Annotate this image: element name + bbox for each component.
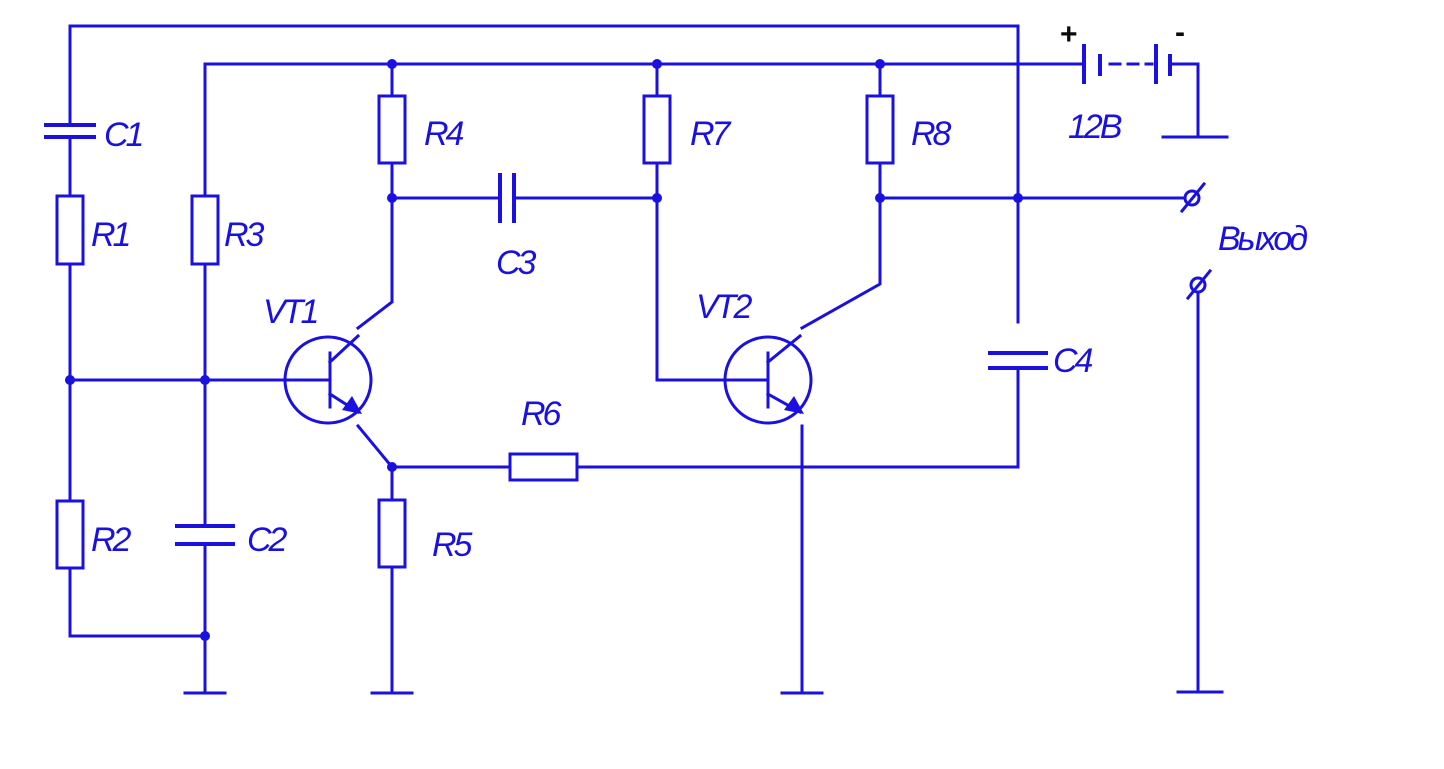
label-output: Выход (1218, 220, 1307, 258)
resistor-r1 (55, 194, 85, 266)
label-r7: R7 (690, 115, 732, 153)
resistor-r5 (377, 498, 407, 569)
label-c1: C1 (104, 116, 143, 154)
resistor-r8 (865, 94, 895, 165)
label-r1: R1 (91, 216, 130, 254)
label-c3: C3 (496, 244, 537, 282)
capacitor-c3 (498, 173, 516, 223)
transistor-vt2 (723, 333, 813, 425)
label-r6: R6 (521, 395, 562, 433)
label-r4: R4 (424, 115, 464, 153)
transistor-vt1 (283, 333, 373, 425)
label-vt2: VT2 (696, 288, 752, 326)
resistor-r6 (508, 452, 579, 482)
label-r3: R3 (224, 216, 265, 254)
label-c4: C4 (1053, 342, 1093, 380)
output-terminal-top (1179, 181, 1207, 214)
resistor-r2 (55, 499, 85, 570)
capacitor-c2 (175, 524, 235, 546)
label-r2: R2 (91, 521, 132, 559)
resistor-r4 (377, 94, 407, 165)
capacitor-c4 (988, 351, 1048, 370)
capacitor-c1 (44, 123, 96, 139)
label-r5: R5 (432, 526, 473, 564)
label-vt1: VT1 (263, 293, 317, 331)
battery-minus-sign: - (1175, 16, 1185, 49)
battery (1082, 44, 1172, 84)
junctions (65, 59, 1023, 641)
vt2-emitter-arrow (784, 396, 804, 414)
vt1-emitter-arrow (342, 396, 362, 414)
resistor-r7 (642, 94, 672, 165)
battery-plus-sign: + (1060, 18, 1078, 51)
output-terminal-bottom (1185, 268, 1213, 301)
label-c2: C2 (247, 521, 288, 559)
label-r8: R8 (911, 115, 952, 153)
resistor-r3 (190, 194, 220, 266)
label-supply-voltage: 12В (1068, 108, 1122, 146)
